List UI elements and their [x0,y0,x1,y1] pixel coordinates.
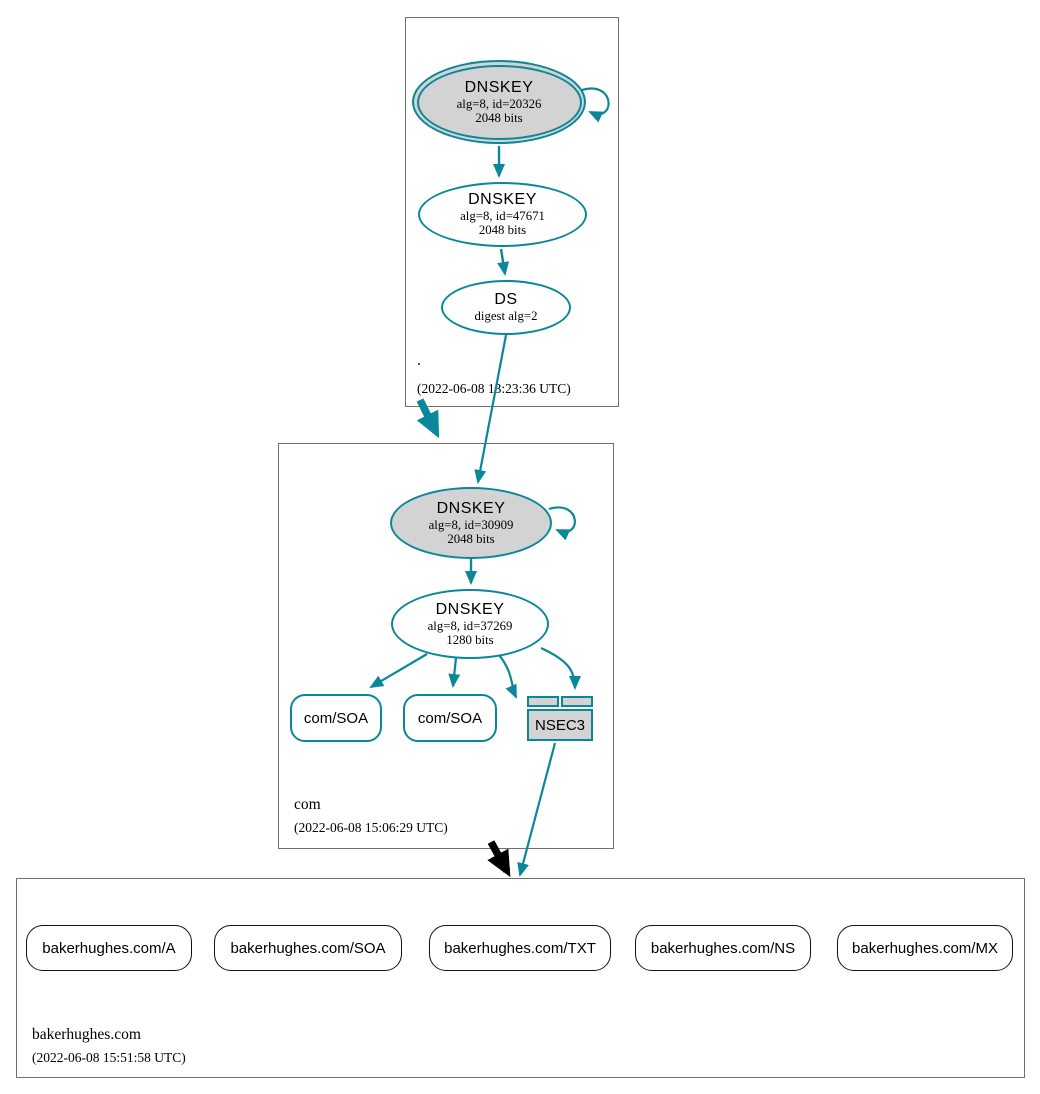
nsec3-label: NSEC3 [527,709,593,741]
nsec3-cell-right [561,696,593,707]
root-ksk-dnskey-node[interactable]: DNSKEY alg=8, id=20326 2048 bits [412,60,586,144]
com-soa-node-1[interactable]: com/SOA [290,694,382,742]
node-attr: digest alg=2 [474,309,538,324]
bakerhughes-ns-record-node[interactable]: bakerhughes.com/NS [635,925,811,971]
nsec3-cell-left [527,696,559,707]
zone-name-root: . [417,352,421,369]
bakerhughes-a-record-node[interactable]: bakerhughes.com/A [26,925,192,971]
bakerhughes-soa-record-node[interactable]: bakerhughes.com/SOA [214,925,402,971]
root-zsk-dnskey-node[interactable]: DNSKEY alg=8, id=47671 2048 bits [418,182,587,247]
node-label: bakerhughes.com/SOA [230,939,386,957]
com-soa-node-2[interactable]: com/SOA [403,694,497,742]
node-label: com/SOA [417,709,483,727]
node-attr: 2048 bits [447,531,495,546]
node-title: DNSKEY [435,600,505,618]
node-title: DNSKEY [436,499,506,517]
node-attr: 2048 bits [478,223,527,238]
node-attr: alg=8, id=20326 [456,96,542,111]
zone-timestamp-com: (2022-06-08 15:06:29 UTC) [294,820,448,835]
node-attr: alg=8, id=47671 [460,209,545,224]
bakerhughes-txt-record-node[interactable]: bakerhughes.com/TXT [429,925,611,971]
zone-timestamp-bakerhughes: (2022-06-08 15:51:58 UTC) [32,1050,186,1065]
node-attr: 2048 bits [475,110,523,125]
node-attr: alg=8, id=30909 [428,517,514,532]
node-attr: 1280 bits [446,632,494,647]
node-label: bakerhughes.com/MX [852,939,998,957]
node-label: bakerhughes.com/A [42,939,176,957]
node-label: bakerhughes.com/TXT [444,939,596,957]
node-title: DNSKEY [468,191,537,209]
node-label: bakerhughes.com/NS [650,939,796,957]
zone-box-bakerhughes [16,878,1025,1078]
zone-timestamp-root: (2022-06-08 13:23:36 UTC) [417,381,571,396]
root-ds-node[interactable]: DS digest alg=2 [441,280,571,335]
com-ksk-dnskey-node[interactable]: DNSKEY alg=8, id=30909 2048 bits [390,487,552,559]
nsec3-top-cells [527,696,593,707]
zone-name-com: com [294,796,321,813]
node-label: com/SOA [303,709,369,727]
node-title: DS [494,291,518,309]
bakerhughes-mx-record-node[interactable]: bakerhughes.com/MX [837,925,1013,971]
zone-name-bakerhughes: bakerhughes.com [32,1026,141,1043]
com-zsk-dnskey-node[interactable]: DNSKEY alg=8, id=37269 1280 bits [391,589,549,659]
com-nsec3-node[interactable]: NSEC3 [527,696,593,741]
node-title: DNSKEY [464,78,534,96]
node-attr: alg=8, id=37269 [427,618,513,633]
